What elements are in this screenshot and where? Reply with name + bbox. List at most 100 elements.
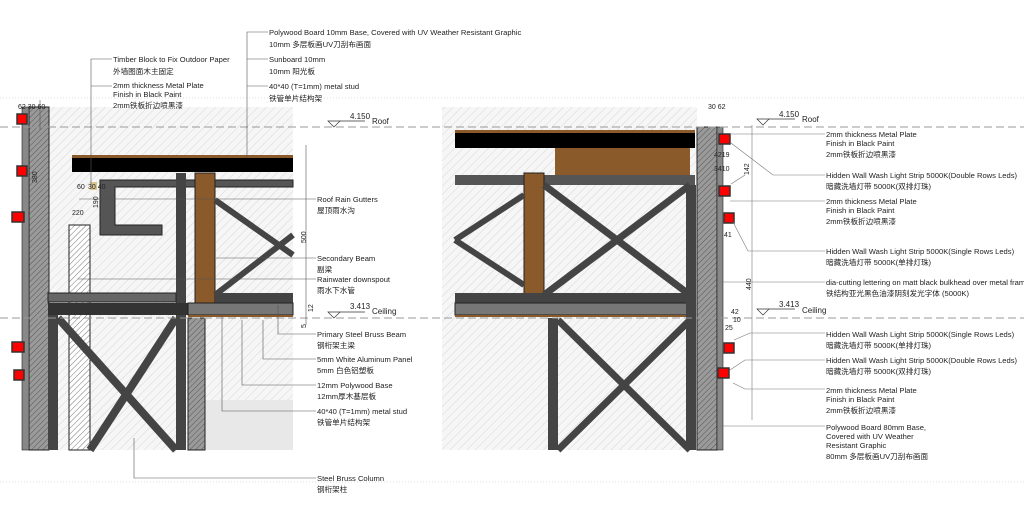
label-en: Polywood Board 80mm Base, bbox=[826, 423, 927, 432]
label-cn: 80mm 多层板画UV刀刮布画面 bbox=[826, 452, 929, 461]
label-cn: 副梁 bbox=[317, 265, 333, 274]
label-en: Secondary Beam bbox=[317, 254, 376, 263]
dim-gutter: 220 bbox=[72, 210, 84, 217]
right-roof-level-value: 4.150 bbox=[779, 110, 800, 119]
dim-right-d4: 440 bbox=[746, 278, 753, 290]
dim-small4: 5 bbox=[301, 324, 308, 328]
dim-small1: 60 bbox=[77, 184, 85, 191]
dim-small3: 190 bbox=[93, 196, 100, 208]
dim-depth: 500 bbox=[301, 231, 308, 243]
dim-right-d3: 142 bbox=[744, 163, 751, 175]
label-en: dia-cutting lettering on matt black bulk… bbox=[826, 278, 1024, 287]
label-cn: 铁管单片结构架 bbox=[269, 94, 323, 103]
label-en: Sunboard 10mm bbox=[269, 55, 326, 64]
label-en: Rainwater downspout bbox=[317, 275, 391, 284]
label-light-double-2: Hidden Wall Wash Light Strip 5000K(Doubl… bbox=[826, 356, 1017, 376]
dim-right-top: 30 62 bbox=[708, 104, 726, 111]
ceiling-level-label: Ceiling bbox=[372, 307, 397, 316]
dim-small5: 12 bbox=[308, 304, 315, 312]
label-cn: 2mm铁板折边喷黑漆 bbox=[113, 101, 184, 110]
label-en: 40*40 (T=1mm) metal stud bbox=[269, 82, 360, 91]
dim-right-d8: 25 bbox=[725, 325, 733, 332]
label-en: Hidden Wall Wash Light Strip 5000K(Singl… bbox=[826, 330, 1015, 339]
label-metal-stud-bottom: 40*40 (T=1mm) metal stud 铁管单片结构架 bbox=[317, 407, 407, 427]
label-primary-beam: Primary Steel Bruss Beam 钢桁架主梁 bbox=[317, 330, 406, 350]
dim-right-d2: 3410 bbox=[714, 166, 730, 173]
dim-right-d7: 10 bbox=[733, 317, 741, 324]
label-en: 40*40 (T=1mm) metal stud bbox=[317, 407, 408, 416]
label-en: Covered with UV Weather bbox=[826, 432, 914, 441]
label-cn: 2mm铁板折边喷黑漆 bbox=[826, 150, 897, 159]
label-cn: 外墙图面木主固定 bbox=[113, 67, 174, 76]
label-en: 12mm Polywood Base bbox=[317, 381, 393, 390]
label-en: 2mm thickness Metal Plate bbox=[826, 130, 917, 139]
label-light-double-1: Hidden Wall Wash Light Strip 5000K(Doubl… bbox=[826, 171, 1017, 191]
label-light-single-2: Hidden Wall Wash Light Strip 5000K(Singl… bbox=[826, 330, 1014, 350]
label-cn: 2mm铁板折边喷黑漆 bbox=[826, 406, 897, 415]
label-cn: 钢桁架主梁 bbox=[317, 341, 355, 350]
label-en: Hidden Wall Wash Light Strip 5000K(Doubl… bbox=[826, 356, 1018, 365]
label-polywood-80: Polywood Board 80mm Base,Covered with UV… bbox=[826, 423, 928, 461]
label-steel-column: Steel Bruss Column 钢桁架柱 bbox=[317, 474, 384, 494]
right-roof-level-label: Roof bbox=[802, 115, 819, 124]
label-cn: 2mm铁板折边喷黑漆 bbox=[826, 217, 897, 226]
label-cn: 暗藏洗墙灯带 5000K(双排灯珠) bbox=[826, 367, 932, 376]
label-cn: 10mm 多层板画UV刀刮布画面 bbox=[269, 40, 372, 49]
label-en: Resistant Graphic bbox=[826, 441, 887, 450]
label-lettering: dia-cutting lettering on matt black bulk… bbox=[826, 278, 1024, 298]
roof-level-label: Roof bbox=[372, 117, 389, 126]
label-en: Steel Bruss Column bbox=[317, 474, 385, 483]
label-cn: 铁管单片结构架 bbox=[317, 418, 371, 427]
label-en: Finish in Black Paint bbox=[826, 139, 895, 148]
label-downspout: Rainwater downspout 雨水下水管 bbox=[317, 275, 390, 295]
label-alu-panel: 5mm White Aluminum Panel 5mm 白色铝塑板 bbox=[317, 355, 412, 375]
label-cn: 暗藏洗墙灯带 5000K(单排灯珠) bbox=[826, 341, 932, 350]
label-timber-block: Timber Block to Fix Outdoor Paper 外墙图面木主固… bbox=[113, 55, 230, 76]
right-ceiling-level-value: 3.413 bbox=[779, 300, 800, 309]
label-en: 2mm thickness Metal Plate bbox=[826, 197, 917, 206]
label-en: Finish in Black Paint bbox=[113, 90, 182, 99]
dim-top: 62 30 60 bbox=[18, 104, 46, 111]
label-en: Primary Steel Bruss Beam bbox=[317, 330, 407, 339]
label-en: 2mm thickness Metal Plate bbox=[826, 386, 917, 395]
label-secondary-beam: Secondary Beam 副梁 bbox=[317, 254, 375, 274]
label-en: Timber Block to Fix Outdoor Paper bbox=[113, 55, 230, 64]
label-polywood-top: Polywood Board 10mm Base, Covered with U… bbox=[269, 28, 521, 49]
dim-right-d6: 42 bbox=[731, 309, 739, 316]
label-cn: 12mm厚木基层板 bbox=[317, 392, 377, 401]
dim-right-d5: 41 bbox=[724, 232, 732, 239]
right-section bbox=[442, 107, 735, 453]
label-en: Finish in Black Paint bbox=[826, 395, 895, 404]
label-cn: 暗藏洗墙灯带 5000K(单排灯珠) bbox=[826, 258, 932, 267]
ceiling-level-value: 3.413 bbox=[350, 302, 371, 311]
left-section bbox=[11, 106, 295, 453]
right-ceiling-level-label: Ceiling bbox=[802, 306, 827, 315]
label-cn: 雨水下水管 bbox=[317, 286, 355, 295]
label-cn: 暗藏洗墙灯带 5000K(双排灯珠) bbox=[826, 182, 932, 191]
label-light-single-1: Hidden Wall Wash Light Strip 5000K(Singl… bbox=[826, 247, 1014, 267]
dim-right-d1: 4219 bbox=[714, 152, 730, 159]
label-en: Polywood Board 10mm Base, Covered with U… bbox=[269, 28, 522, 37]
label-roof-gutters: Roof Rain Gutters 屋顶雨水沟 bbox=[317, 195, 378, 215]
label-en: Roof Rain Gutters bbox=[317, 195, 378, 204]
label-cn: 屋顶雨水沟 bbox=[317, 206, 355, 215]
label-metal-stud-top: 40*40 (T=1mm) metal stud 铁管单片结构架 bbox=[269, 82, 359, 103]
label-en: 5mm White Aluminum Panel bbox=[317, 355, 413, 364]
label-sunboard: Sunboard 10mm 10mm 阳光板 bbox=[269, 55, 325, 76]
label-cn: 10mm 阳光板 bbox=[269, 67, 315, 76]
label-cn: 铁结构亚光黑色油漆阴刻发光字体 (5000K) bbox=[826, 289, 970, 298]
dim-small2: 30 40 bbox=[88, 184, 106, 191]
label-cn: 5mm 白色铝塑板 bbox=[317, 366, 374, 375]
label-polywood-base: 12mm Polywood Base 12mm厚木基层板 bbox=[317, 381, 393, 401]
label-en: 2mm thickness Metal Plate bbox=[113, 81, 204, 90]
label-cn: 钢桁架柱 bbox=[317, 485, 348, 494]
label-en: Finish in Black Paint bbox=[826, 206, 895, 215]
label-en: Hidden Wall Wash Light Strip 5000K(Doubl… bbox=[826, 171, 1018, 180]
label-en: Hidden Wall Wash Light Strip 5000K(Singl… bbox=[826, 247, 1015, 256]
dim-wall: 380 bbox=[32, 171, 39, 183]
